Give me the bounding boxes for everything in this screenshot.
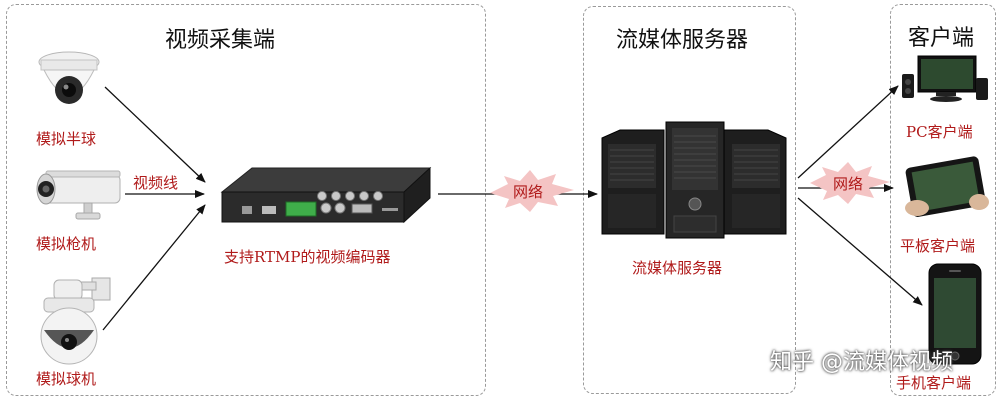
bullet-camera-icon (32, 167, 124, 225)
server-label: 流媒体服务器 (632, 257, 722, 278)
video-encoder-icon (212, 162, 434, 228)
bullet-camera-label: 模拟枪机 (36, 233, 96, 254)
pc-client (900, 52, 990, 106)
network-label-left: 网络 (513, 181, 543, 202)
encoder-label: 支持RTMP的视频编码器 (224, 246, 391, 267)
phone-client-label: 手机客户端 (896, 372, 971, 393)
video-cable-label: 视频线 (133, 172, 178, 193)
video-encoder (212, 162, 434, 228)
pc-monitor-icon (900, 52, 990, 106)
server-cluster (598, 120, 790, 240)
ptz-camera (32, 268, 114, 366)
pc-client-label: PC客户端 (906, 121, 973, 142)
bullet-camera (32, 167, 124, 225)
tablet-client-label: 平板客户端 (900, 235, 975, 256)
dome-camera (32, 46, 106, 120)
network-label-right: 网络 (833, 173, 863, 194)
tablet-client (895, 156, 993, 222)
dome-camera-icon (32, 46, 106, 120)
ptz-camera-label: 模拟球机 (36, 368, 96, 389)
tablet-icon (895, 156, 993, 222)
server-tower-icon (598, 120, 790, 240)
ptz-camera-icon (32, 268, 114, 366)
dome-camera-label: 模拟半球 (36, 128, 96, 149)
